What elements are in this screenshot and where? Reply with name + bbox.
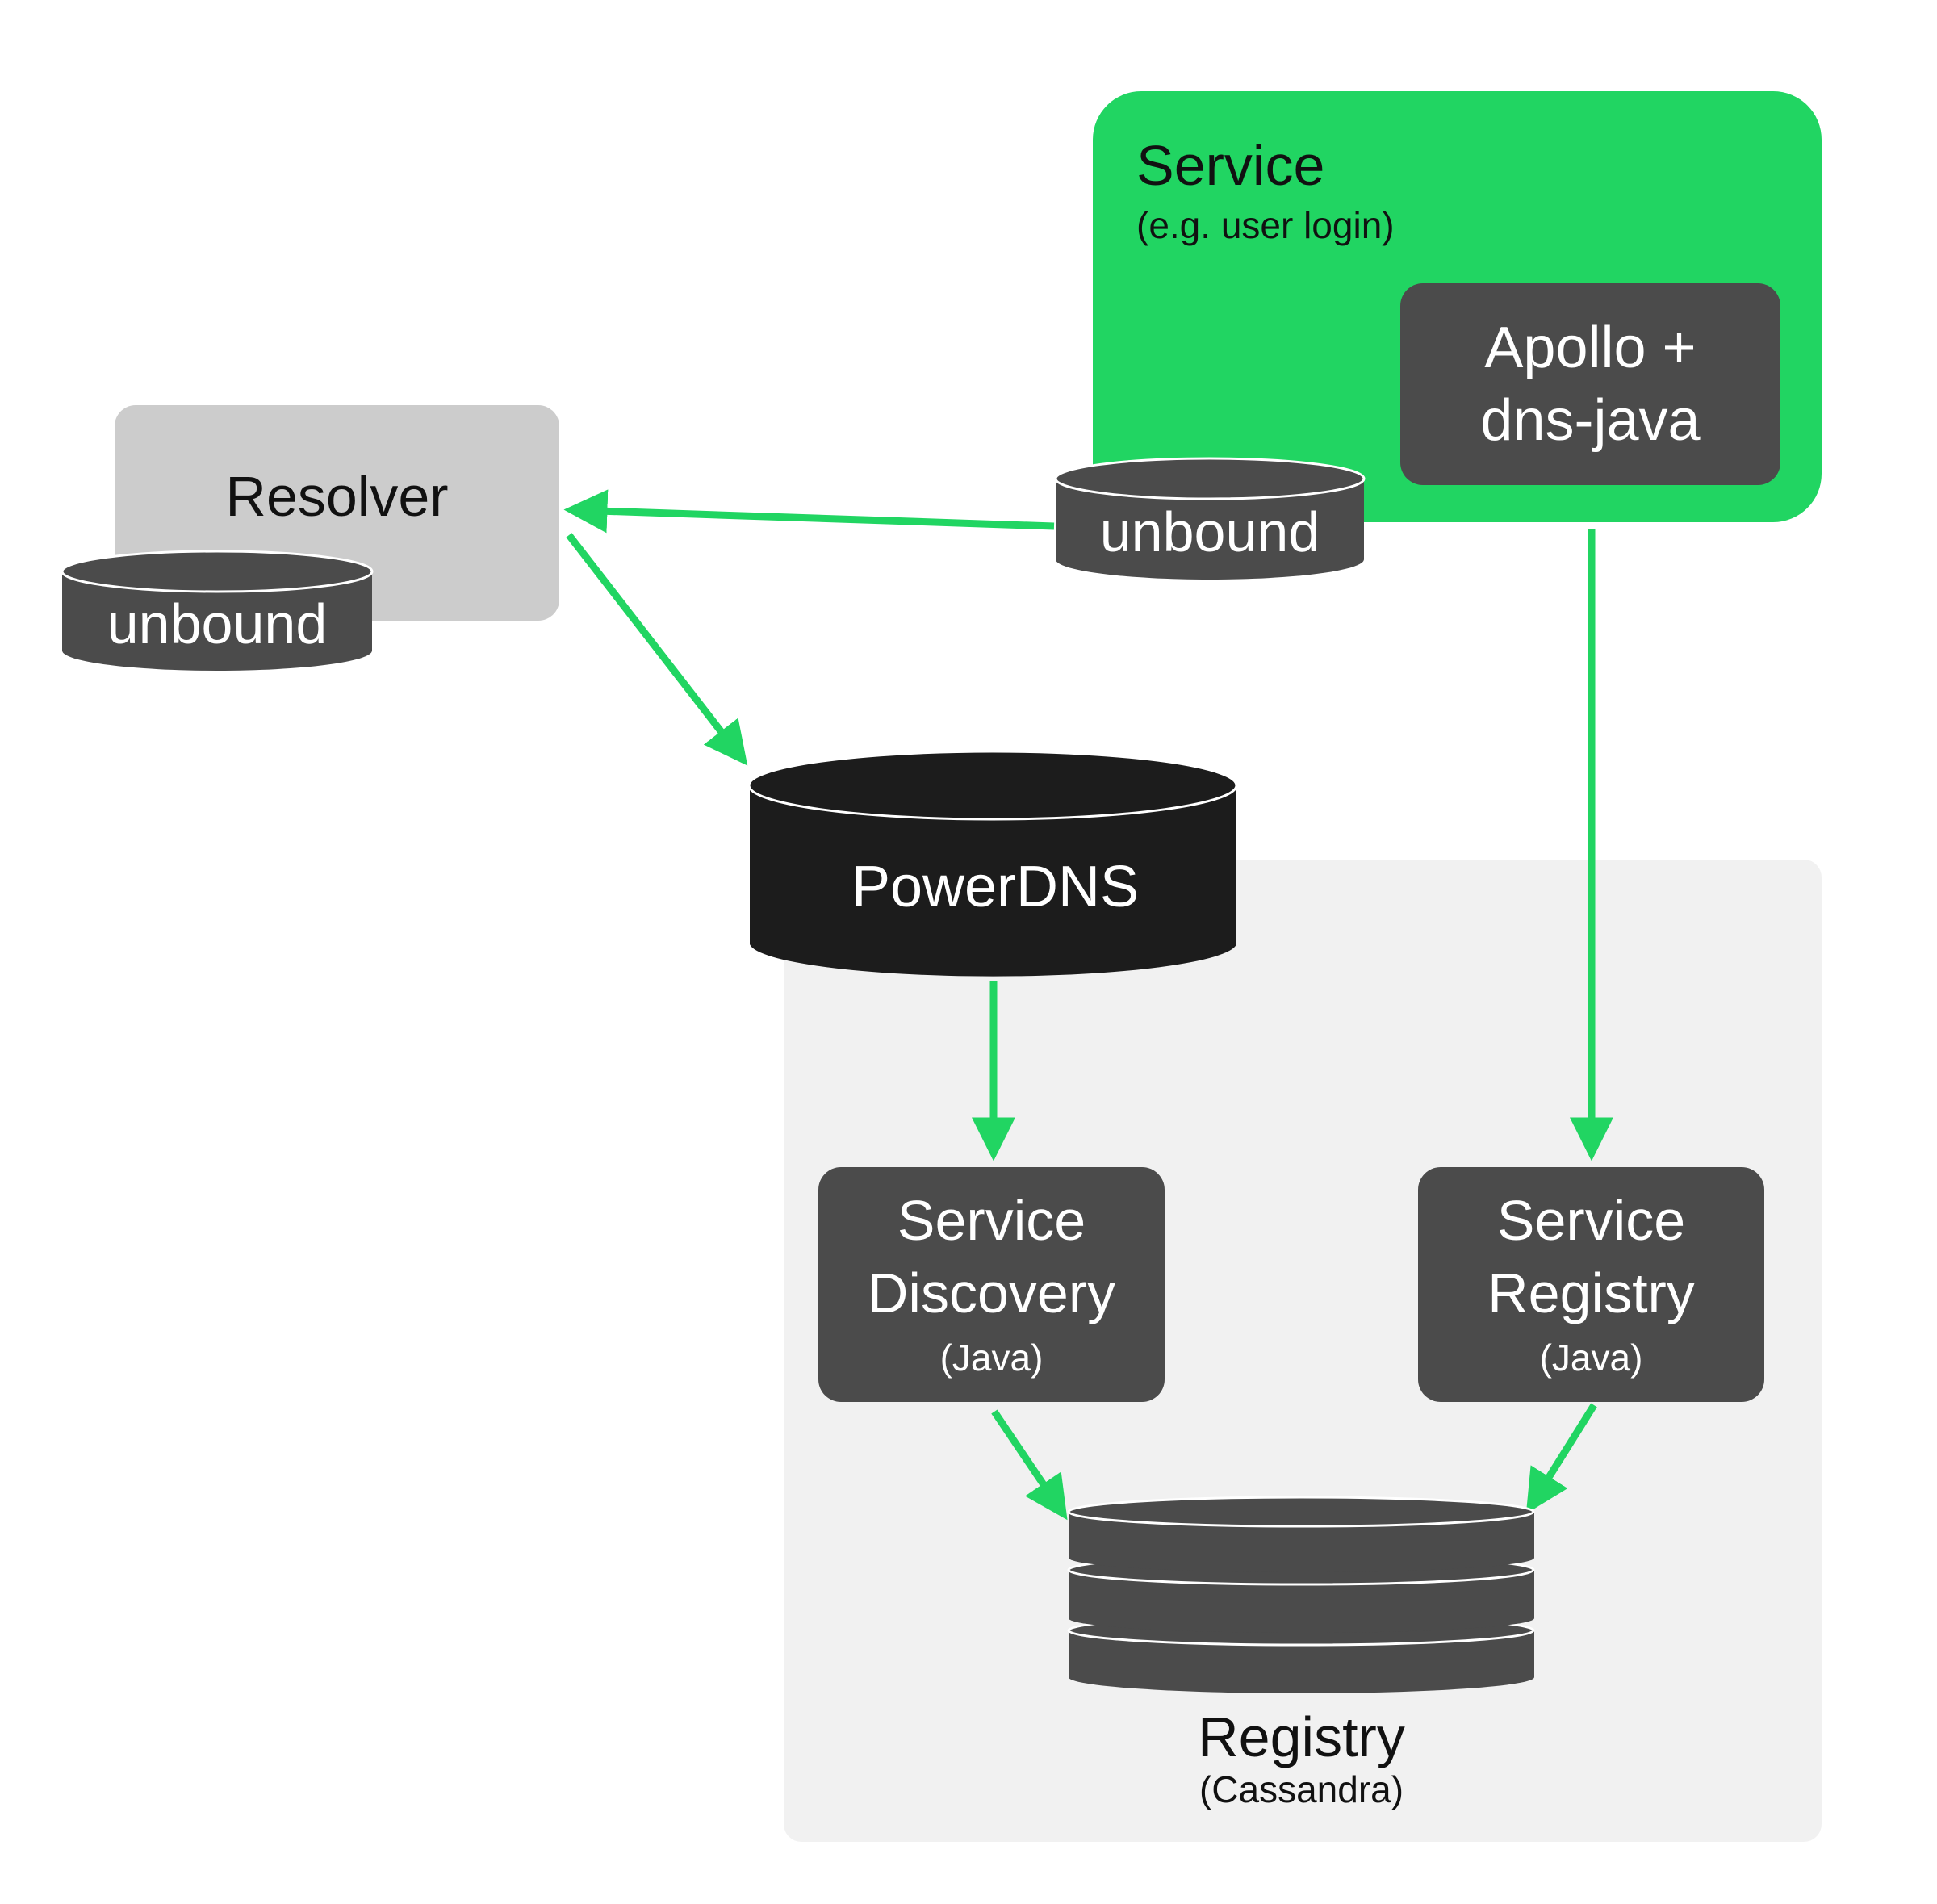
edge-service-discovery-to-registry bbox=[991, 1409, 1068, 1521]
sd-line2: Discovery bbox=[867, 1261, 1116, 1324]
resolver-title: Resolver bbox=[225, 465, 449, 528]
powerdns-label: PowerDNS bbox=[851, 855, 1139, 919]
service-unbound-label: unbound bbox=[1100, 500, 1320, 563]
service-title: Service bbox=[1136, 134, 1325, 197]
sr-line2: Registry bbox=[1487, 1261, 1695, 1324]
sr-line3: (Java) bbox=[1539, 1336, 1643, 1379]
powerdns-node[interactable]: PowerDNS bbox=[747, 750, 1238, 977]
registry-subtitle: (Cassandra) bbox=[1199, 1768, 1404, 1810]
registry-node[interactable] bbox=[1067, 1496, 1535, 1694]
apollo-line2: dns-java bbox=[1480, 388, 1701, 453]
resolver-unbound-label: unbound bbox=[107, 592, 328, 655]
sd-line1: Service bbox=[897, 1188, 1086, 1252]
service-subtitle: (e.g. user login) bbox=[1136, 204, 1395, 246]
edge-service-registry-to-registry bbox=[1525, 1403, 1597, 1514]
sd-line3: (Java) bbox=[939, 1336, 1044, 1379]
edge-unbound-to-resolver bbox=[563, 489, 1055, 534]
sr-line1: Service bbox=[1496, 1188, 1686, 1252]
edge-resolver-to-powerdns bbox=[566, 533, 748, 766]
apollo-dns-java-node[interactable]: Apollo + dns-java bbox=[1400, 283, 1780, 485]
resolver-unbound-cache[interactable]: unbound bbox=[61, 550, 374, 671]
apollo-line1: Apollo + bbox=[1484, 316, 1696, 380]
service-discovery-node[interactable]: Service Discovery (Java) bbox=[818, 1167, 1165, 1402]
service-unbound-cache[interactable]: unbound bbox=[1054, 457, 1366, 580]
service-registry-node[interactable]: Service Registry (Java) bbox=[1418, 1167, 1764, 1402]
registry-title: Registry bbox=[1198, 1705, 1405, 1768]
